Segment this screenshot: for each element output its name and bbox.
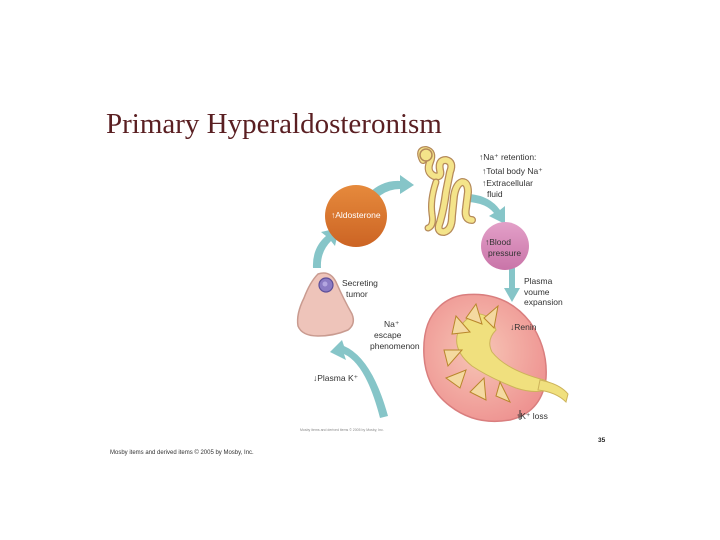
cycle-arrows xyxy=(312,175,520,418)
label-escape: escape xyxy=(374,330,402,340)
label-fluid: fluid xyxy=(487,189,503,199)
blood-pressure-circle xyxy=(481,222,529,270)
label-plasma: Plasma xyxy=(524,276,553,286)
label-plasma-k: Plasma K⁺ xyxy=(313,373,358,384)
label-blood: Blood xyxy=(485,237,511,248)
nephron-tubule-icon xyxy=(417,146,476,236)
kidney-icon xyxy=(423,293,569,423)
aldosterone-circle xyxy=(325,185,387,247)
label-phenomenon: phenomenon xyxy=(370,341,420,351)
slide-title: Primary Hyperaldosteronism xyxy=(106,108,442,140)
label-tumor: tumor xyxy=(346,289,368,299)
figure-credit: Mosby items and derived items © 2005 by … xyxy=(300,428,384,432)
arrow-bp-to-plasma xyxy=(504,268,520,302)
label-extracellular: Extracellular xyxy=(482,178,533,189)
label-na-retention: Na⁺ retention: xyxy=(479,152,536,163)
arrow-tubule-to-bp xyxy=(468,194,505,224)
label-aldosterone: Aldosterone xyxy=(331,210,381,221)
arrow-aldosterone-to-tubule xyxy=(368,175,414,200)
label-na: Na⁺ xyxy=(384,319,400,329)
label-total-body-na: Total body Na⁺ xyxy=(482,166,543,177)
label-renin: Renin xyxy=(510,322,536,333)
label-k-loss: K⁺ loss xyxy=(516,411,548,422)
adrenal-tumor-icon xyxy=(296,272,355,337)
image-credit: Mosby items and derived items © 2005 by … xyxy=(110,450,254,456)
slide-number: 35 xyxy=(598,437,606,444)
label-secreting: Secreting xyxy=(342,278,378,288)
arrow-kidney-loop xyxy=(330,340,388,418)
label-expansion: expansion xyxy=(524,297,563,307)
label-pressure: pressure xyxy=(488,248,522,258)
arrow-tumor-to-aldosterone xyxy=(312,228,339,268)
label-volume: voume xyxy=(524,287,550,297)
